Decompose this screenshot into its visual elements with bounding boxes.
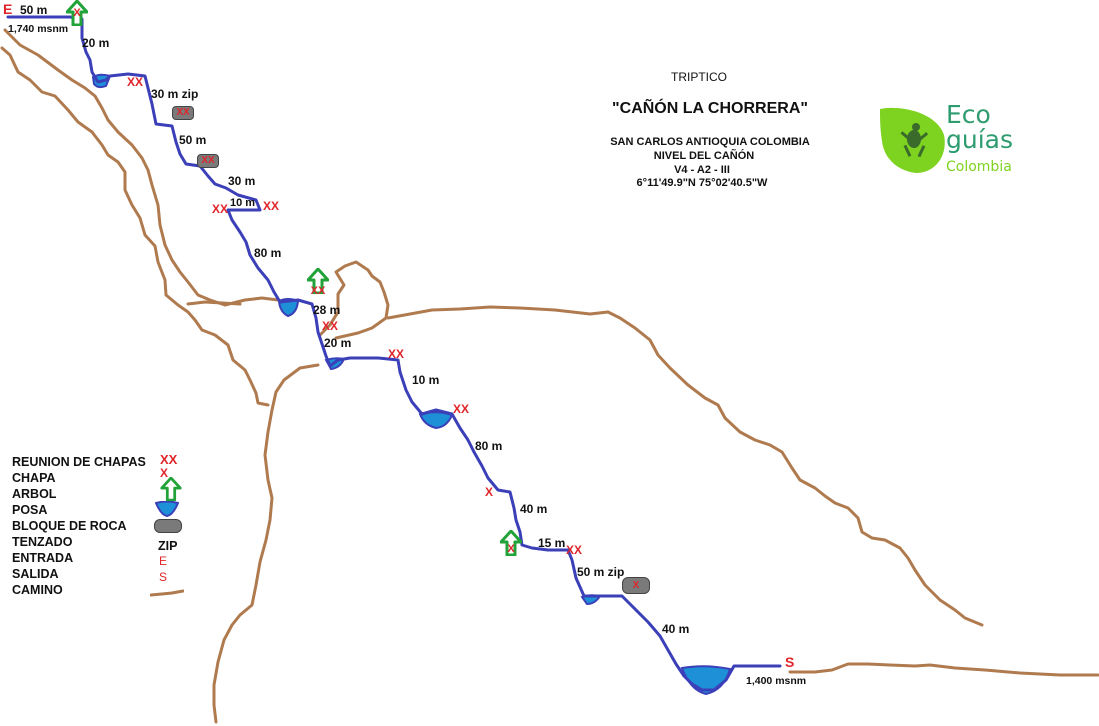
exit-marker: S: [785, 654, 795, 670]
route-label-80m-first: 80 m: [254, 246, 282, 260]
route-label-15m: 15 m: [538, 536, 566, 550]
logo-guias: guías: [946, 125, 1014, 154]
canyon-route: [6, 15, 782, 692]
trail-branch-lower: [212, 363, 320, 724]
route-label-50m-zip: 50 m zip: [577, 565, 625, 579]
end-altitude: 1,400 msnm: [746, 675, 807, 687]
legend-posa: POSA: [12, 503, 48, 517]
trail-lines: [0, 28, 1099, 724]
route-label-30m: 30 m: [228, 174, 256, 188]
legend-rock-icon: [154, 519, 182, 533]
rock-block: XX: [197, 154, 219, 168]
trail-branch-left: [186, 300, 242, 306]
legend-zip-symbol: ZIP: [158, 539, 178, 553]
legend-reunion-symbol: XX: [160, 452, 178, 467]
anchor-chapa: X: [507, 543, 515, 555]
anchor-chapa: X: [485, 485, 494, 499]
anchor-reunion: XX: [201, 155, 215, 166]
anchor-reunion: XX: [176, 107, 190, 118]
leaf-icon: [880, 107, 945, 173]
map-subtitle: "CAÑÓN LA CHORRERA": [612, 100, 808, 117]
legend-chapa-symbol: X: [160, 466, 169, 480]
legend-arbol: ARBOL: [12, 487, 57, 501]
map-grade: V4 - A2 - III: [674, 163, 730, 176]
legend-entrada: ENTRADA: [12, 551, 74, 565]
route-label-40m-first: 40 m: [520, 502, 548, 516]
legend-chapa: CHAPA: [12, 471, 56, 485]
logo-eco: Eco: [946, 100, 991, 129]
trail-hill: [318, 260, 390, 340]
pool-2: [277, 298, 300, 318]
route-label-10m-second: 10 m: [412, 373, 440, 387]
anchor-reunion: XX: [453, 402, 470, 416]
route-label-10m-first: 10 m: [230, 197, 256, 209]
route-label-40m-second: 40 m: [662, 622, 690, 636]
route-label-50m-second: 50 m: [179, 133, 207, 147]
map-title: TRIPTICO: [671, 70, 727, 84]
tree-icon: X: [500, 530, 522, 556]
pool-4: [418, 411, 454, 430]
route-label-20m-first: 20 m: [82, 36, 110, 50]
anchor-reunion: XX: [310, 285, 326, 297]
route-label-28m: 28 m: [313, 303, 341, 317]
legend-entrance-symbol: E: [159, 554, 168, 568]
tree-icon: X: [66, 0, 88, 26]
map-coordinates: 6°11'49.9"N 75°02'40.5"W: [636, 177, 768, 190]
legend-tenzado: TENZADO: [12, 535, 73, 549]
anchor-chapa: X: [73, 7, 81, 19]
trail-left-inner: [3, 28, 280, 307]
route-label-30m-zip: 30 m zip: [151, 87, 199, 101]
trail-left-outer: [0, 46, 270, 407]
anchor-reunion: XX: [322, 319, 339, 333]
route-label-50m-first: 50 m: [20, 3, 48, 17]
route-label-80m-second: 80 m: [475, 439, 503, 453]
anchor-reunion: XX: [566, 543, 583, 557]
legend-bloque: BLOQUE DE ROCA: [12, 519, 127, 533]
anchor-reunion: XX: [388, 347, 405, 361]
legend-trail-icon: [149, 584, 185, 597]
rock-block: XX: [172, 106, 194, 120]
anchor-reunion: XX: [263, 199, 280, 213]
legend-salida: SALIDA: [12, 567, 59, 581]
map-location: SAN CARLOS ANTIOQUIA COLOMBIA: [610, 136, 810, 148]
anchor-reunion: XX: [212, 202, 229, 216]
legend-camino: CAMINO: [12, 583, 63, 597]
trail-right: [386, 305, 984, 627]
route-label-20m-second: 20 m: [324, 336, 352, 350]
legend-pool-icon: [154, 500, 180, 518]
title-block: TRIPTICO "CAÑÓN LA CHORRERA" SAN CARLOS …: [600, 70, 820, 191]
start-altitude: 1,740 msnm: [8, 23, 69, 35]
logo-colombia: Colombia: [946, 159, 1012, 175]
map-level: NIVEL DEL CAÑÓN: [653, 149, 755, 162]
legend-tree-icon: [160, 476, 182, 502]
legend-exit-symbol: S: [159, 570, 168, 584]
entrance-marker: E: [3, 1, 13, 17]
trail-exit: [788, 662, 1099, 677]
ecoguias-logo: Eco guías Colombia: [878, 100, 1018, 177]
anchor-reunion: XX: [127, 75, 144, 89]
anchor-chapa: X: [632, 580, 640, 591]
rock-block: X: [622, 577, 650, 594]
legend-reunion: REUNION DE CHAPAS: [12, 455, 146, 469]
tree-icon: XX: [307, 268, 329, 297]
